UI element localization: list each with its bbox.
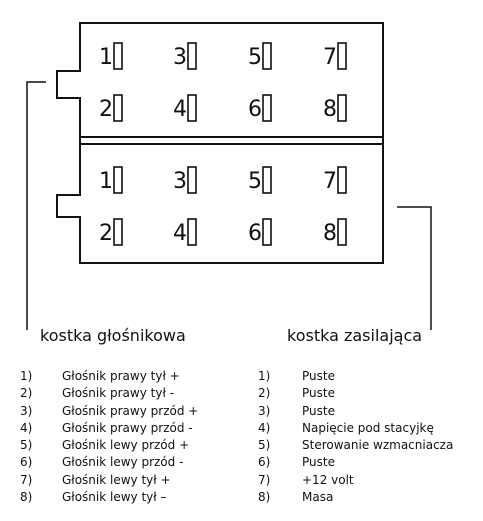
legend-text: Głośnik lewy tył – — [62, 490, 167, 505]
legend-number: 1) — [258, 369, 271, 383]
legend-number: 6) — [20, 455, 33, 470]
pin-slot-top — [113, 94, 123, 122]
legend-number: 2) — [258, 386, 271, 401]
legend-speaker-list: 1) Głośnik prawy tył + 2) Głośnik prawy tył… — [20, 368, 198, 506]
pin-slot-top — [187, 42, 197, 70]
legend-row: 5) Głośnik lewy przód + — [20, 437, 198, 454]
pin-slot-bottom — [337, 166, 347, 194]
pin-number-top: 4 — [173, 97, 187, 122]
legend-number: 8) — [258, 490, 271, 505]
connector-outline — [56, 22, 384, 264]
legend-number: 4) — [20, 420, 33, 435]
pin-slot-top — [187, 94, 197, 122]
legend-row: 2) Głośnik prawy tył - — [20, 385, 198, 402]
pin-number-bottom: 7 — [323, 169, 337, 194]
pin-slot-bottom — [262, 166, 272, 194]
pin-number-top: 1 — [99, 45, 113, 70]
legend-text: Masa — [302, 490, 334, 505]
pin-number-top: 5 — [248, 45, 262, 70]
pin-slot-top — [113, 42, 123, 70]
legend-number: 7) — [20, 472, 33, 487]
leader-line-left — [26, 81, 46, 330]
legend-text: Napięcie pod stacyjkę — [302, 420, 434, 435]
pin-slot-top — [337, 94, 347, 122]
legend-text: Sterowanie wzmacniacza — [302, 438, 454, 453]
pin-number-top: 6 — [248, 97, 262, 122]
pin-number-top: 8 — [323, 97, 337, 122]
legend-row: 8) Głośnik lewy tył – — [20, 489, 198, 506]
legend-row: 8) Masa — [258, 489, 453, 506]
legend-row: 2) Puste — [258, 385, 453, 402]
legend-row: 1) Puste — [258, 368, 453, 385]
legend-text: Puste — [302, 455, 335, 470]
legend-number: 8) — [20, 490, 33, 505]
legend-row: 5) Sterowanie wzmacniacza — [258, 437, 453, 454]
pin-slot-top — [262, 94, 272, 122]
legend-text: Głośnik lewy przód + — [62, 438, 190, 453]
legend-text: Głośnik prawy tył - — [62, 386, 175, 401]
legend-text: Głośnik prawy przód - — [62, 420, 193, 435]
pin-number-top: 7 — [323, 45, 337, 70]
pin-slot-top — [337, 42, 347, 70]
pin-slot-bottom — [262, 218, 272, 246]
legend-row: 1) Głośnik prawy tył + — [20, 368, 198, 385]
pin-slot-bottom — [187, 166, 197, 194]
legend-text: Głośnik prawy przód + — [62, 403, 199, 418]
pin-number-bottom: 2 — [99, 221, 113, 246]
pin-slot-bottom — [113, 166, 123, 194]
pin-number-bottom: 5 — [248, 169, 262, 194]
legend-power-list: 1) Puste 2) Puste 3) Puste 4) Napięcie pod stac… — [258, 368, 453, 506]
legend-number: 3) — [258, 403, 271, 418]
legend-text: Puste — [302, 369, 335, 383]
pin-number-bottom: 6 — [248, 221, 262, 246]
legend-row: 4) Napięcie pod stacyjkę — [258, 420, 453, 437]
legend-row: 6) Głośnik lewy przód - — [20, 454, 198, 471]
legend-number: 1) — [20, 369, 33, 383]
legend-text: Głośnik lewy przód - — [62, 455, 184, 470]
legend-row: 3) Puste — [258, 403, 453, 420]
legend-number: 3) — [20, 403, 33, 418]
legend-number: 5) — [258, 438, 271, 453]
pins-group: 1 3 5 7 2 4 6 8 1 3 5 7 2 4 6 8 — [99, 42, 347, 246]
legend-row: 6) Puste — [258, 454, 453, 471]
legend-row: 7) Głośnik lewy tył + — [20, 472, 198, 489]
legend-row: 4) Głośnik prawy przód - — [20, 420, 198, 437]
pin-number-top: 3 — [173, 45, 187, 70]
legend-number: 2) — [20, 386, 33, 401]
legend-number: 5) — [20, 438, 33, 453]
pin-slot-bottom — [113, 218, 123, 246]
legend-text: Głośnik lewy tył + — [62, 472, 171, 487]
legend-text: Puste — [302, 403, 335, 418]
legend-text: +12 volt — [302, 472, 354, 487]
pin-slot-bottom — [187, 218, 197, 246]
legend-number: 6) — [258, 455, 271, 470]
legend-number: 4) — [258, 420, 271, 435]
pin-number-bottom: 3 — [173, 169, 187, 194]
label-power-connector: kostka zasilająca — [287, 326, 423, 345]
legend-row: 7) +12 volt — [258, 472, 453, 489]
pin-slot-bottom — [337, 218, 347, 246]
legend-row: 3) Głośnik prawy przód + — [20, 403, 198, 420]
pin-number-top: 2 — [99, 97, 113, 122]
connector-diagram: 1 3 5 7 2 4 6 8 1 3 5 7 2 4 6 8 — [26, 22, 432, 330]
pin-number-bottom: 8 — [323, 221, 337, 246]
label-speaker-connector: kostka głośnikowa — [40, 326, 186, 345]
pin-number-bottom: 1 — [99, 169, 113, 194]
pin-number-bottom: 4 — [173, 221, 187, 246]
legend-text: Głośnik prawy tył + — [62, 369, 180, 383]
pin-slot-top — [262, 42, 272, 70]
legend-text: Puste — [302, 386, 335, 401]
leader-line-right — [397, 206, 432, 330]
legend-number: 7) — [258, 472, 271, 487]
